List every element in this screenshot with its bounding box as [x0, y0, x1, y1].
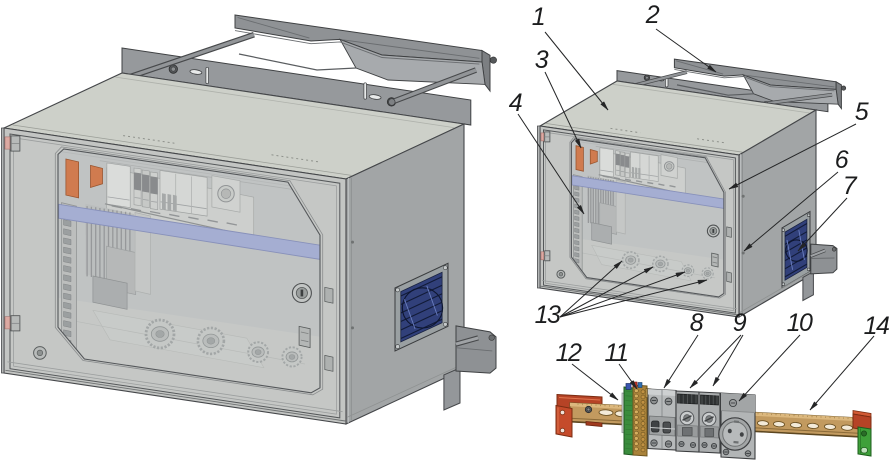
svg-text:3: 3	[535, 46, 549, 74]
svg-text:8: 8	[690, 309, 704, 337]
svg-text:11: 11	[605, 339, 628, 367]
svg-text:2: 2	[645, 1, 660, 29]
svg-text:12: 12	[556, 339, 582, 367]
svg-text:13: 13	[535, 301, 561, 329]
svg-text:6: 6	[835, 146, 849, 174]
svg-text:14: 14	[864, 312, 889, 340]
svg-text:9: 9	[733, 309, 747, 337]
svg-text:4: 4	[509, 89, 522, 117]
svg-text:10: 10	[787, 309, 813, 337]
svg-text:5: 5	[855, 98, 869, 126]
svg-text:1: 1	[532, 3, 544, 31]
